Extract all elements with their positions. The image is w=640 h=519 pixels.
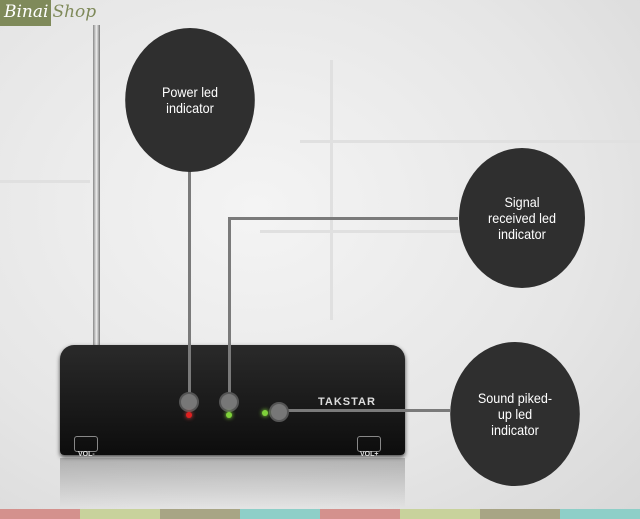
signal-callout-line <box>228 217 231 397</box>
color-strip <box>0 509 640 519</box>
circuit-trace <box>260 230 460 233</box>
signal-led-marker <box>219 392 239 412</box>
brand-label: TAKSTAR <box>318 396 376 408</box>
sound-callout-line <box>280 409 450 412</box>
sound-callout: Sound piked-up led indicator <box>450 342 580 486</box>
strip-segment <box>320 509 400 519</box>
signal-callout-text: Signal received led indicator <box>488 194 556 242</box>
power-callout-line <box>188 165 191 395</box>
sound-led-marker <box>269 402 289 422</box>
binaishop-logo: Binai Shop <box>0 0 96 26</box>
signal-led <box>226 412 232 418</box>
strip-segment <box>480 509 560 519</box>
power-callout-text: Power led indicator <box>161 84 219 116</box>
power-led <box>186 412 192 418</box>
strip-segment <box>160 509 240 519</box>
antenna <box>93 25 100 355</box>
strip-segment <box>0 509 80 519</box>
sound-led <box>262 410 268 416</box>
circuit-trace <box>0 180 90 183</box>
circuit-trace <box>300 140 640 143</box>
power-callout: Power led indicator <box>125 28 255 172</box>
device-reflection <box>60 458 405 508</box>
power-led-marker <box>179 392 199 412</box>
sound-callout-text: Sound piked-up led indicator <box>477 390 553 438</box>
strip-segment <box>400 509 480 519</box>
signal-callout-line <box>228 217 458 220</box>
strip-segment <box>240 509 320 519</box>
logo-part1: Binai <box>0 0 52 26</box>
vol-minus-button[interactable] <box>74 436 98 452</box>
vol-minus-label: VOL- <box>78 451 95 458</box>
strip-segment <box>560 509 640 519</box>
logo-part2: Shop <box>52 2 97 22</box>
strip-segment <box>80 509 160 519</box>
vol-plus-label: VOL+ <box>360 451 379 458</box>
vol-plus-button[interactable] <box>357 436 381 452</box>
signal-callout: Signal received led indicator <box>459 148 585 288</box>
circuit-trace <box>330 60 333 320</box>
